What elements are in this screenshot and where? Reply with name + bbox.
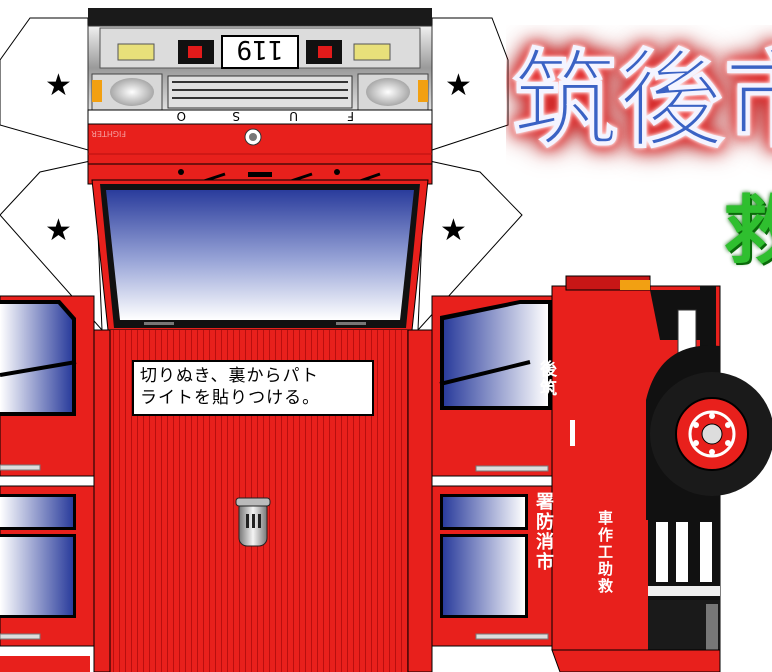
step-stripe [676, 522, 688, 582]
marker-lamp-right [353, 43, 391, 61]
star-icon: ★ [445, 68, 472, 103]
wheel-icon [650, 372, 772, 496]
brand-letter: U [289, 109, 298, 123]
step-plate [648, 586, 720, 596]
door-handle [0, 633, 41, 640]
grille [167, 75, 353, 109]
marker-red-lamp [188, 46, 202, 58]
window-divider [0, 360, 77, 377]
door-decal: 後筑 [536, 360, 556, 398]
title-banner: 筑後市 [506, 25, 772, 185]
brand-letter: O [177, 109, 186, 123]
door-handle [0, 464, 41, 471]
emblem-center [249, 133, 257, 141]
top-left-flap [0, 17, 89, 151]
page-title: 筑後市 [512, 37, 772, 163]
window-divider [439, 360, 531, 386]
vent-cap [235, 497, 271, 507]
windshield-clip [336, 322, 366, 325]
mid-right-flap [417, 159, 523, 332]
bottom-tab [551, 649, 721, 672]
vent-slot [252, 514, 255, 528]
door-handle [570, 420, 575, 446]
star-icon: ★ [45, 68, 72, 103]
step-stripe [700, 522, 712, 582]
instruction-note: 切りぬき、裏からパト ライトを貼りつける。 [132, 360, 374, 416]
star-icon: ★ [440, 213, 467, 248]
vent-slot [258, 514, 261, 528]
instruction-line: 切りぬき、裏からパト [140, 366, 319, 386]
wiper-pivot [334, 169, 340, 175]
marker-lamp-left [117, 43, 155, 61]
washer [248, 172, 272, 177]
mid-left-flap [0, 159, 103, 332]
vent-slot [246, 514, 249, 528]
front-black-top [88, 8, 432, 26]
front-red-panel [87, 123, 433, 165]
left-lower-glass [0, 497, 73, 527]
left-door-glass [0, 304, 72, 412]
right-lower-glass [443, 497, 525, 527]
instruction-line: ライトを貼りつける。 [140, 388, 321, 408]
amber-lamp-right [418, 80, 428, 102]
number-plate [221, 35, 299, 69]
model-name: FIGHTER [91, 129, 126, 138]
amber-lamp-left [92, 80, 102, 102]
subtitle-banner: 救 [722, 186, 772, 276]
headlight-icon [366, 78, 410, 106]
windshield-glass [106, 190, 414, 320]
side-decal-left: 車作工助救 [596, 510, 614, 595]
brand-band [87, 109, 433, 125]
step-bar [475, 633, 549, 640]
brand-letter: S [232, 109, 240, 123]
subtitle-fragment: 救 [724, 188, 772, 274]
star-icon: ★ [45, 213, 72, 248]
marker-red-lamp [318, 46, 332, 58]
side-decal-right: 署防消市 [533, 492, 554, 572]
windshield-clip [144, 322, 174, 325]
left-lower-glass [0, 537, 73, 615]
wiper-pivot [178, 169, 184, 175]
exhaust [706, 604, 718, 664]
left-bottom-tab [0, 656, 90, 672]
cab-number: 119 [237, 34, 284, 64]
amber-marker [620, 280, 650, 290]
brand-letter: F [347, 109, 354, 123]
step-stripe [656, 522, 668, 582]
right-lower-glass [443, 537, 525, 615]
step-bar [475, 465, 549, 472]
headlight-icon [110, 78, 154, 106]
right-door-glass [444, 304, 548, 406]
